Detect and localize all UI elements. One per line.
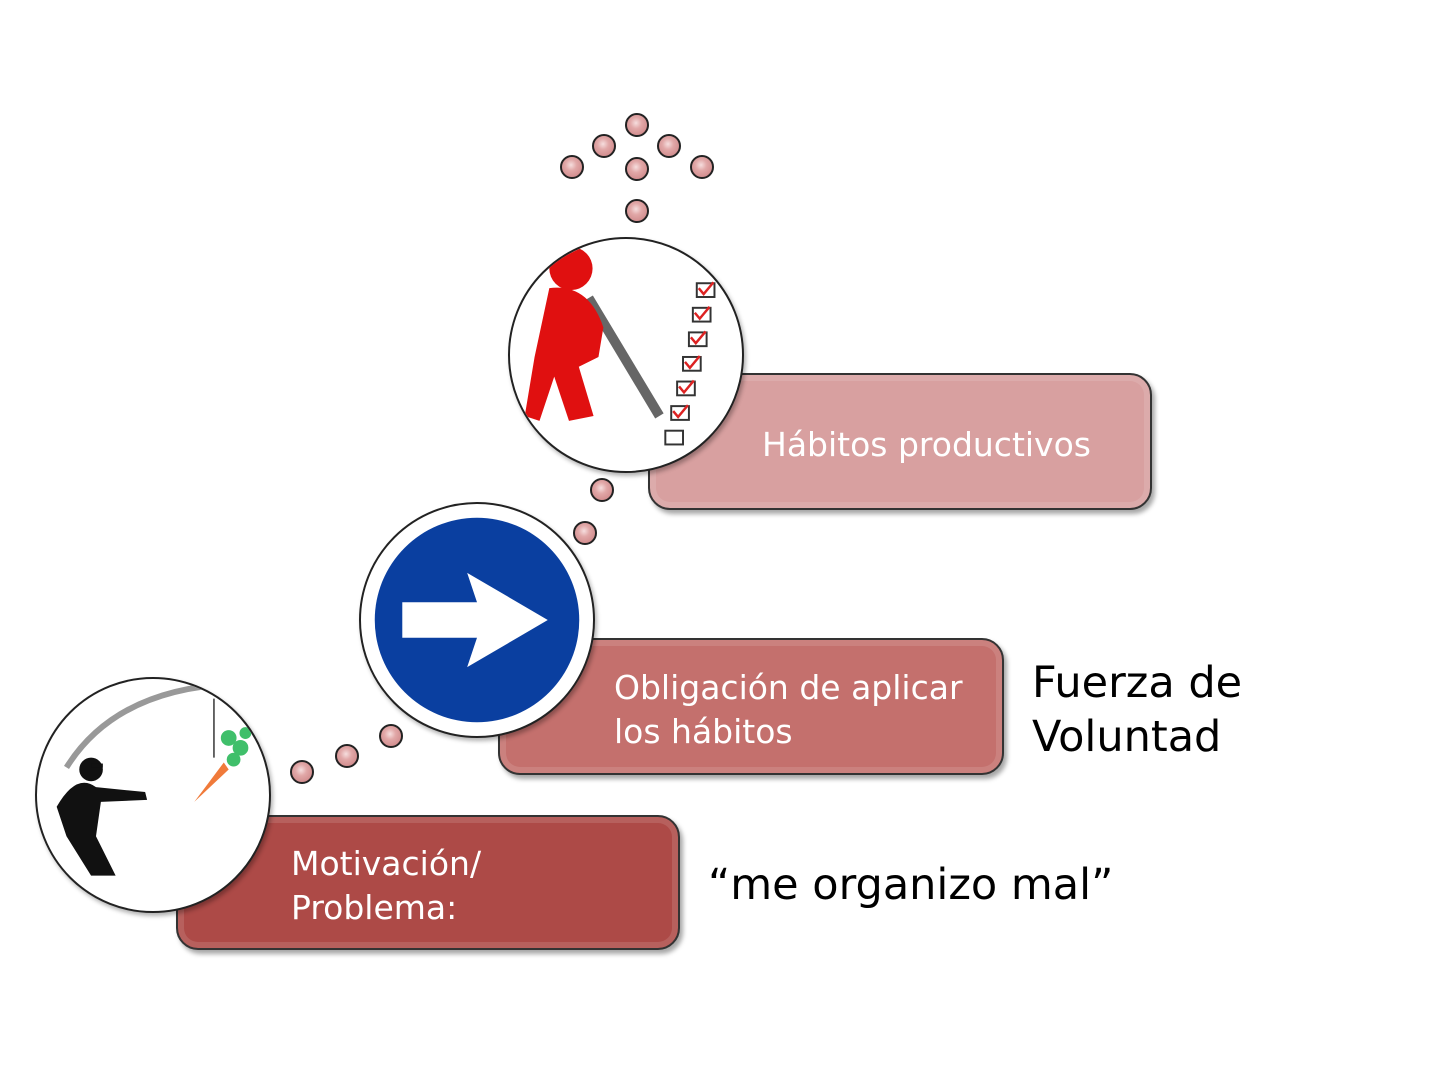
- step-label-line: Motivación/: [291, 844, 482, 883]
- bead-dot: [592, 134, 616, 158]
- step-label-line: Obligación de aplicar: [614, 668, 963, 707]
- willpower-line: Voluntad: [1032, 712, 1222, 762]
- willpower-line: Fuerza de: [1032, 658, 1243, 708]
- step-label-line: Hábitos productivos: [762, 425, 1091, 464]
- bead-dot: [573, 521, 597, 545]
- red-figure-checklist-image: [508, 237, 744, 473]
- step-label-line: los hábitos: [614, 712, 793, 751]
- bead-dot: [690, 155, 714, 179]
- problem-quote: “me organizo mal”: [708, 860, 1114, 910]
- bead-dot: [290, 760, 314, 784]
- step-box-obligation: Obligación de aplicar los hábitos: [498, 638, 1004, 775]
- step-box-motivation: Motivación/ Problema:: [176, 815, 680, 950]
- bead-dot: [625, 199, 649, 223]
- willpower-text: Fuerza de Voluntad: [1032, 656, 1242, 764]
- bead-dot: [379, 724, 403, 748]
- bead-dot: [335, 744, 359, 768]
- bead-dot: [560, 155, 584, 179]
- bead-dot: [590, 478, 614, 502]
- person-chasing-carrot-image: [35, 677, 271, 913]
- blue-arrow-sign-image: [359, 502, 595, 738]
- step-box-habits: Hábitos productivos: [648, 373, 1152, 510]
- bead-dot: [657, 134, 681, 158]
- bead-dot: [625, 157, 649, 181]
- bead-dot: [625, 113, 649, 137]
- step-label-line: Problema:: [291, 888, 458, 927]
